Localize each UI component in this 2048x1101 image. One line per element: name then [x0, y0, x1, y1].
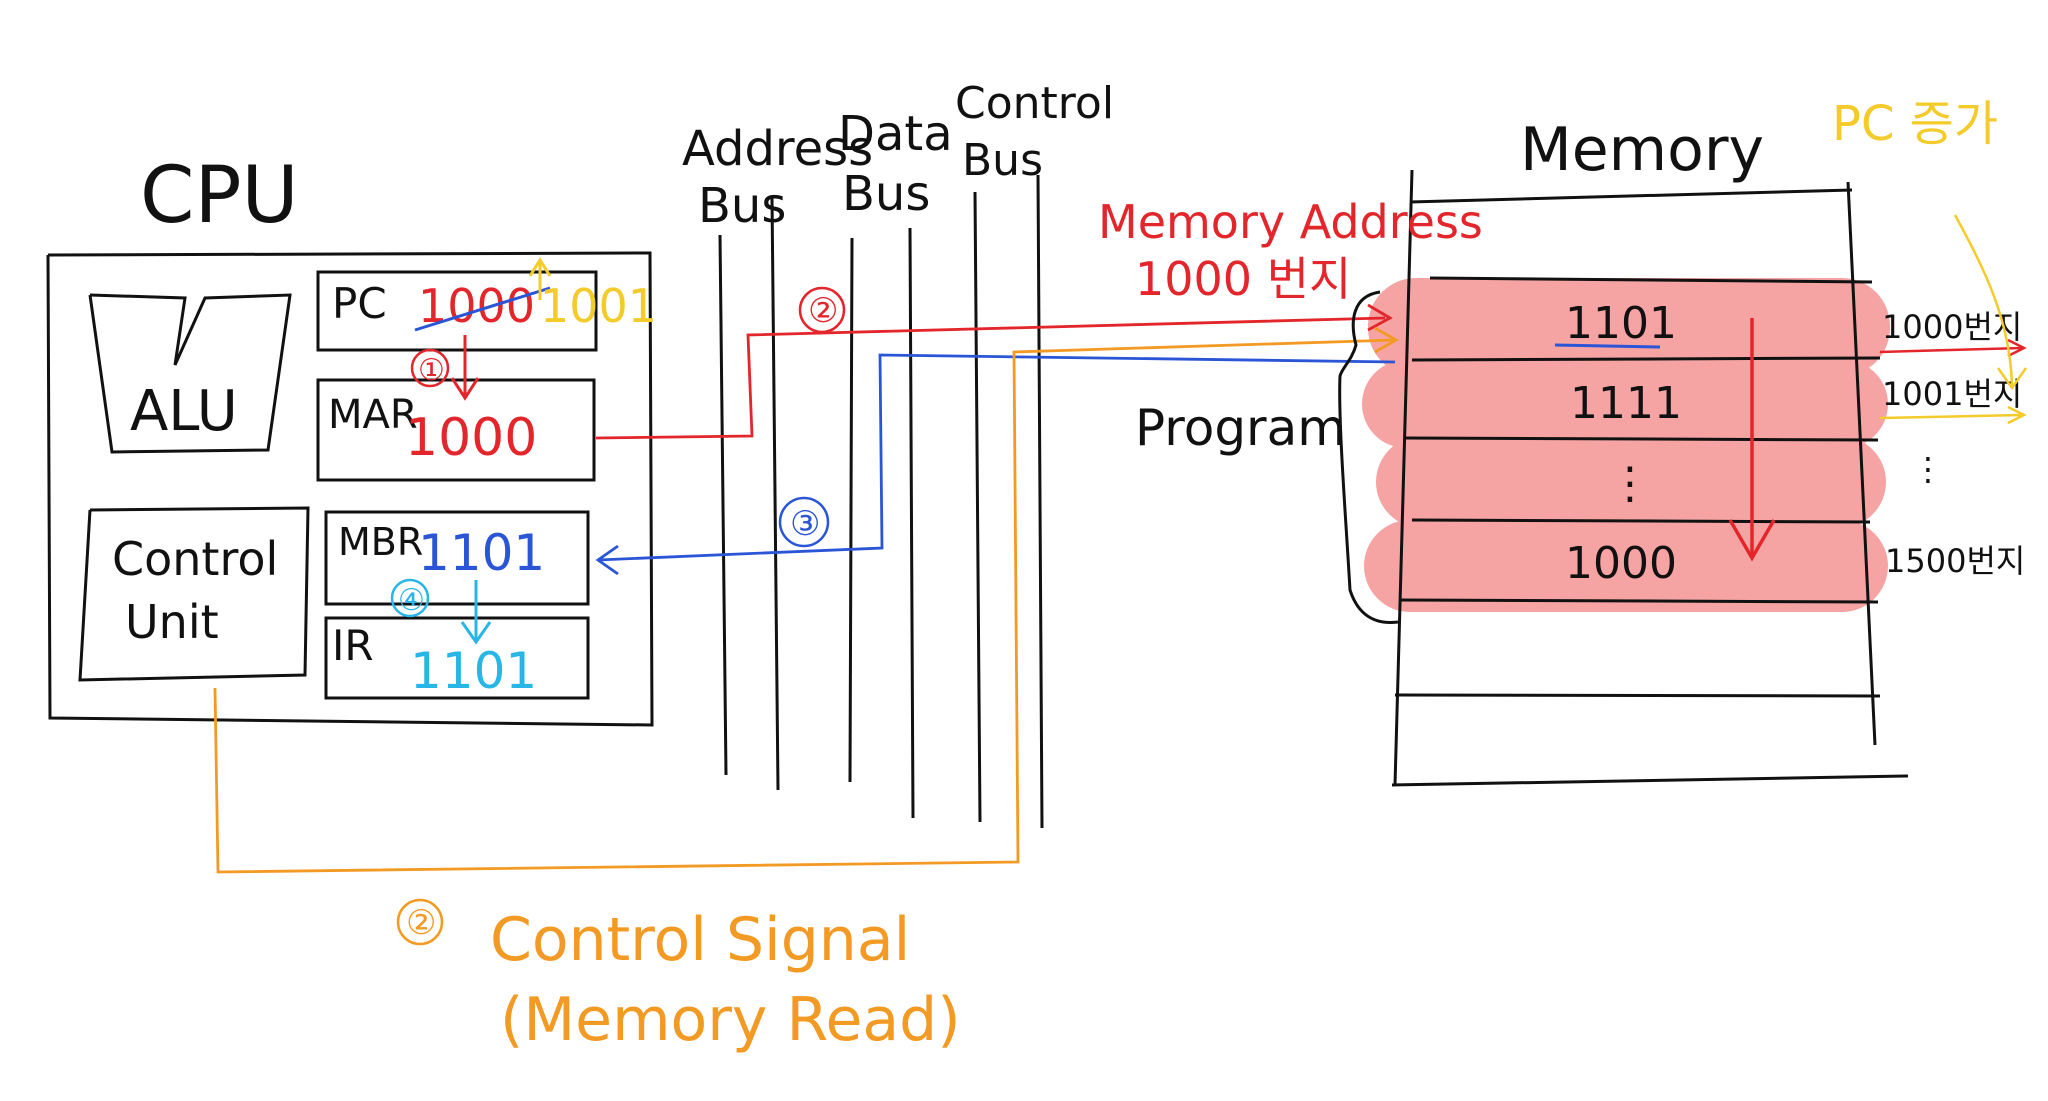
- memory-cell-value-3: 1000: [1565, 538, 1677, 589]
- pc-increment-note: PC 증가: [1832, 96, 1998, 152]
- cpu-title: CPU: [140, 151, 299, 241]
- control-signal-label-line1: Control Signal: [490, 905, 910, 975]
- memory-address-2: ⋮: [1912, 450, 1944, 488]
- control-signal-label-line2: (Memory Read): [500, 985, 961, 1055]
- mar-label: MAR: [328, 392, 418, 438]
- control-unit-label-line1: Control: [112, 532, 278, 586]
- mbr-label: MBR: [338, 520, 423, 564]
- step2-address-circle: [798, 286, 846, 334]
- step3-marker: ③: [790, 504, 820, 544]
- program-brace: [1338, 290, 1399, 625]
- memory-cell-value-1: 1111: [1570, 378, 1682, 429]
- step1-marker: ①: [418, 353, 445, 388]
- program-label: Program: [1135, 399, 1346, 457]
- address-bus-line-a: [718, 234, 728, 776]
- control-bus-label-line2: Bus: [962, 135, 1043, 186]
- pc-register: [316, 270, 598, 352]
- memory-cell-value-0: 1101: [1565, 298, 1677, 349]
- memory-address-3: 1500번지: [1885, 542, 2025, 580]
- data-bus-label-line1: Data: [838, 106, 953, 162]
- mar-register: [316, 378, 596, 482]
- data-bus-line-b: [908, 227, 915, 819]
- mar-value: 1000: [405, 408, 537, 468]
- step4-circle: [390, 578, 430, 618]
- address-bus-label-line1: Address: [682, 121, 873, 177]
- ir-label: IR: [332, 621, 374, 670]
- control-bus-line-b: [1036, 174, 1044, 829]
- memory-address-1: 1001번지: [1882, 375, 2022, 413]
- control-unit-label-line2: Unit: [125, 595, 219, 649]
- bus-lines: [718, 174, 1044, 829]
- data-signal-path: [595, 353, 1396, 576]
- memory-block: [1391, 169, 1909, 787]
- pc-increment-note-arrow: [1953, 214, 2028, 391]
- pc-strike-line: [414, 286, 551, 332]
- step2-control-circle: [396, 898, 444, 946]
- memory-address-annotation-line1: Memory Address: [1098, 195, 1483, 249]
- mbr-register: [324, 510, 590, 606]
- step4-marker: ④: [398, 583, 425, 618]
- memory-address-0: 1000번지: [1882, 308, 2022, 346]
- address-bus-line-b: [770, 197, 780, 791]
- step2-control-marker: ②: [406, 903, 436, 943]
- step2-address-marker: ②: [808, 291, 838, 331]
- pc-new-value: 1001: [540, 279, 657, 333]
- sequential-execution-arrow: [1728, 318, 1776, 562]
- pc-label: PC: [332, 279, 387, 328]
- alu-label: ALU: [130, 379, 238, 444]
- pc-increment-arrow: [528, 257, 552, 300]
- memory-cell-0-underline: [1554, 343, 1661, 349]
- control-unit-box: [78, 506, 310, 682]
- mbr-value: 1101: [418, 524, 545, 582]
- pc-to-mar-arrow: [450, 335, 480, 401]
- address-pointer-arrows: [1879, 338, 2027, 425]
- memory-cell-value-2: ⋮: [1608, 458, 1652, 509]
- step3-circle: [778, 496, 830, 548]
- cpu-box: [46, 251, 654, 727]
- control-signal-path: [213, 326, 1399, 874]
- ir-register: [324, 616, 590, 700]
- memory-title: Memory: [1520, 115, 1764, 185]
- program-highlight: [1362, 278, 1890, 612]
- step1-circle: [410, 348, 450, 388]
- memory-address-annotation-line2: 1000 번지: [1135, 252, 1351, 306]
- mbr-to-ir-arrow: [460, 580, 492, 645]
- data-bus-line-a: [848, 237, 854, 783]
- control-bus-line-a: [973, 191, 982, 823]
- register-boxes: [316, 270, 598, 700]
- data-bus-label-line2: Bus: [842, 166, 930, 222]
- ir-value: 1101: [410, 642, 537, 700]
- control-bus-label-line1: Control: [955, 78, 1114, 129]
- alu-symbol: [88, 293, 292, 454]
- address-signal-path: [595, 303, 1393, 440]
